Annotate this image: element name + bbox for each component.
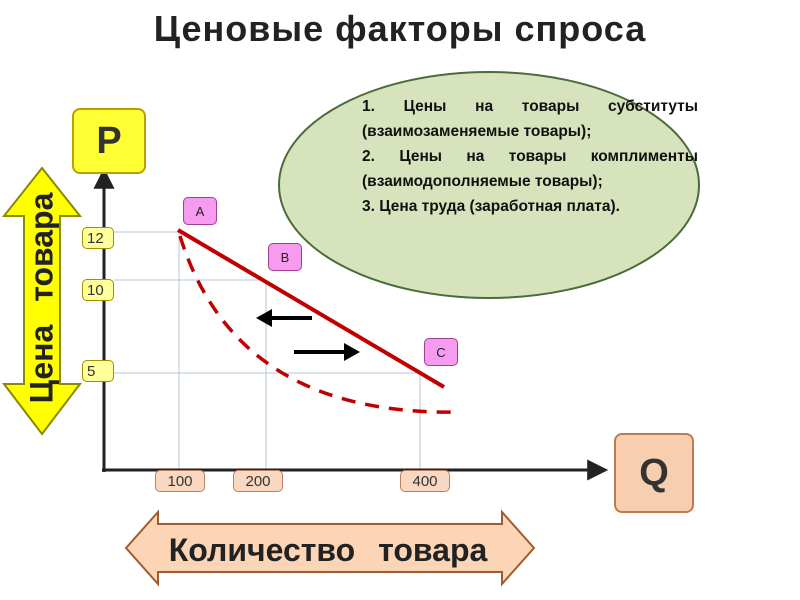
shifted-demand-curve [178, 235, 459, 414]
factors-list: 1. Цены на товары субституты (взаимозаме… [362, 94, 698, 219]
arrow-right-icon [294, 343, 360, 361]
point-label-b: B [268, 243, 302, 271]
price-double-arrow [1, 166, 83, 436]
demand-line [176, 228, 446, 389]
quantity-double-arrow [124, 509, 536, 587]
point-label-a: A [183, 197, 217, 225]
x-tick-label: 200 [233, 470, 283, 492]
factor-item: 1. Цены на товары субституты (взаимозаме… [362, 98, 698, 140]
y-axis-symbol: P [72, 108, 146, 174]
factor-item: 2. Цены на товары комплименты (взаимодоп… [362, 148, 698, 190]
x-axis-label: Количество товара [168, 531, 488, 568]
page-title: Ценовые факторы спроса [153, 8, 647, 49]
factor-item: 3. Цена труда (заработная плата). [362, 198, 620, 215]
y-tick-label: 10 [82, 279, 114, 301]
y-tick-label: 12 [82, 227, 114, 249]
y-tick-label: 5 [82, 360, 114, 382]
y-axis-label-text: Цена товара [23, 192, 60, 404]
x-axis-symbol: Q [614, 433, 694, 513]
x-tick-label: 400 [400, 470, 450, 492]
arrow-left-icon [256, 309, 312, 327]
x-tick-label: 100 [155, 470, 205, 492]
point-label-c: C [424, 338, 458, 366]
grid-lines [114, 231, 421, 470]
factors-ellipse [278, 71, 700, 299]
